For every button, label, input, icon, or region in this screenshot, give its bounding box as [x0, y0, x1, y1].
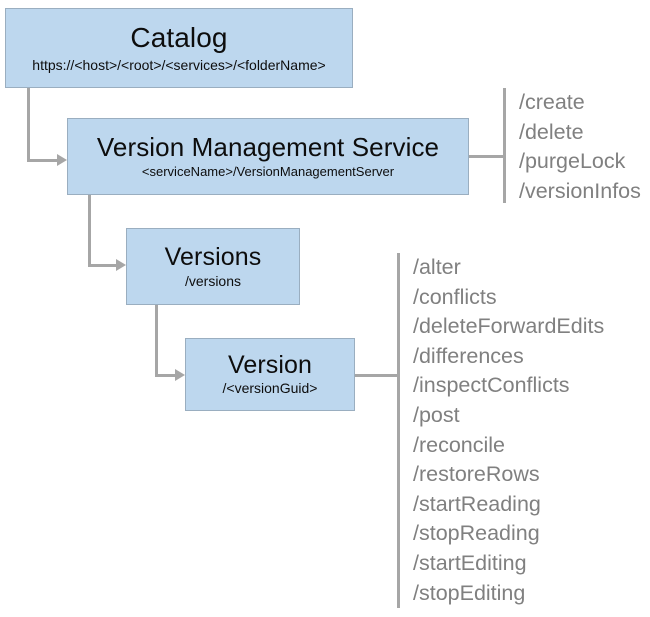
node-catalog[interactable]: Catalog https://<host>/<root>/<services>…: [5, 8, 353, 88]
endpoint-group-version: /alter/conflicts/deleteForwardEdits/diff…: [397, 253, 647, 611]
connector-catalog-to-vms-vertical: [27, 88, 30, 162]
connector-versions-to-version-horizontal: [155, 374, 179, 377]
node-catalog-title: Catalog: [130, 22, 228, 54]
endpoint-item[interactable]: /startReading: [413, 491, 541, 516]
arrowhead-catalog-to-vms: [57, 154, 67, 166]
endpoint-item[interactable]: /deleteForwardEdits: [413, 314, 605, 339]
connector-catalog-to-vms-horizontal: [27, 159, 59, 162]
endpoint-list-vms: /create/delete/purgeLock/versionInfos: [519, 88, 641, 206]
node-version-management-service-title: Version Management Service: [96, 131, 440, 162]
arrowhead-versions-to-version: [175, 369, 185, 381]
endpoint-group-version-management-service: /create/delete/purgeLock/versionInfos: [503, 88, 643, 206]
connector-versions-to-version-vertical: [155, 305, 158, 377]
node-version-title: Version: [227, 351, 313, 380]
node-version-management-service-subtitle: <serviceName>/VersionManagementServer: [141, 164, 395, 179]
node-version[interactable]: Version /<versionGuid>: [185, 338, 355, 411]
endpoint-item[interactable]: /post: [413, 402, 460, 427]
endpoint-item[interactable]: /create: [519, 90, 585, 114]
connector-vms-to-versions-vertical: [88, 195, 91, 267]
endpoint-bracket-version: [397, 253, 400, 608]
endpoint-item[interactable]: /stopEditing: [413, 580, 526, 605]
endpoint-item[interactable]: /versionInfos: [519, 178, 641, 203]
endpoint-item[interactable]: /delete: [519, 119, 584, 144]
endpoint-item[interactable]: /differences: [413, 343, 524, 368]
node-version-subtitle: /<versionGuid>: [222, 380, 318, 397]
endpoint-item[interactable]: /stopReading: [413, 521, 540, 546]
node-catalog-subtitle: https://<host>/<root>/<services>/<folder…: [32, 56, 326, 73]
connector-version-to-operations: [355, 374, 399, 377]
endpoint-item[interactable]: /restoreRows: [413, 462, 540, 487]
endpoint-list-version: /alter/conflicts/deleteForwardEdits/diff…: [413, 253, 604, 608]
node-versions-subtitle: /versions: [184, 272, 242, 289]
arrowhead-vms-to-versions: [116, 259, 126, 271]
endpoint-item[interactable]: /conflicts: [413, 284, 497, 309]
endpoint-item[interactable]: /reconcile: [413, 432, 506, 457]
endpoint-item[interactable]: /inspectConflicts: [413, 373, 570, 398]
endpoint-bracket-vms: [503, 88, 506, 203]
endpoint-item[interactable]: /alter: [413, 255, 461, 279]
node-version-management-service[interactable]: Version Management Service <serviceName>…: [67, 118, 469, 195]
node-versions-title: Versions: [164, 242, 262, 271]
connector-vms-to-versions-horizontal: [88, 264, 119, 267]
connector-vms-to-operations: [469, 155, 505, 158]
endpoint-item[interactable]: /startEditing: [413, 550, 527, 575]
endpoint-item[interactable]: /purgeLock: [519, 149, 626, 174]
node-versions[interactable]: Versions /versions: [126, 228, 300, 305]
